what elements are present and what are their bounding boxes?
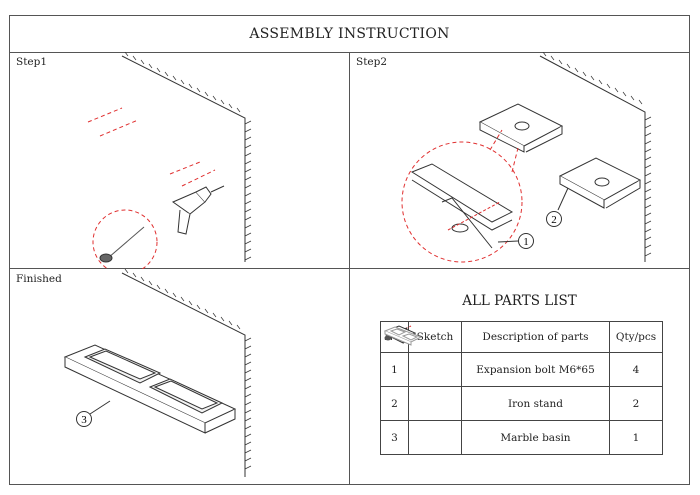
header-qty: Qty/pcs xyxy=(609,321,663,353)
marble-basin-icon xyxy=(383,325,422,346)
step2-panel: Step2 xyxy=(350,52,689,269)
stand-detail-drawing xyxy=(410,163,514,249)
row-qty: 1 xyxy=(609,420,663,455)
drill-marks xyxy=(87,107,216,269)
iron-stand-upper xyxy=(478,103,564,153)
callout-1-text: 1 xyxy=(523,236,529,248)
parts-table: NO. Sketch Description of parts Qty/pcs … xyxy=(380,321,663,455)
expansion-bolt-icon xyxy=(99,226,145,263)
instruction-sheet: ASSEMBLY INSTRUCTION Step1 xyxy=(9,15,690,485)
drill-icon xyxy=(171,185,225,235)
row-sketch xyxy=(384,325,462,387)
wall-edge xyxy=(539,55,646,262)
table-row: 3 Marble basin 1 xyxy=(380,325,663,455)
step1-label: Step1 xyxy=(16,56,48,68)
wall-edge xyxy=(121,55,246,262)
finished-panel: Finished xyxy=(10,269,350,484)
row-description: Expansion bolt M6*65 xyxy=(461,352,610,387)
row-qty: 4 xyxy=(609,352,663,387)
bolt-detail-circle xyxy=(92,209,158,269)
callout-3-text: 3 xyxy=(81,414,87,426)
wall-hatch xyxy=(124,52,252,261)
marble-basin-drawing xyxy=(63,344,237,434)
table-row: 1 Expansion bolt M6*65 4 xyxy=(380,325,663,387)
row-description: Iron stand xyxy=(461,386,610,421)
wall-hatch xyxy=(124,269,252,470)
callout-1 xyxy=(497,233,534,249)
row-qty: 2 xyxy=(609,386,663,421)
row-sketch xyxy=(383,325,462,455)
iron-stand-lower xyxy=(558,157,642,209)
parts-list-title: ALL PARTS LIST xyxy=(462,293,577,309)
header-description: Description of parts xyxy=(461,321,610,353)
callout-2 xyxy=(546,187,569,227)
callout-3 xyxy=(76,400,111,427)
stand-detail-circle xyxy=(401,129,523,263)
row-no: 2 xyxy=(380,386,409,421)
row-description: Marble basin xyxy=(461,420,610,455)
step2-label: Step2 xyxy=(356,56,388,68)
sheet-title: ASSEMBLY INSTRUCTION xyxy=(10,16,689,53)
table-row: 2 Iron stand 2 xyxy=(380,324,663,421)
row-no: 3 xyxy=(380,420,409,455)
step1-illustration xyxy=(87,52,252,269)
parts-list-panel: ALL PARTS LIST NO. Sketch Description of… xyxy=(350,269,689,484)
row-no: 1 xyxy=(380,352,409,387)
wall-edge xyxy=(121,272,246,477)
finished-illustration: 3 xyxy=(63,269,252,477)
step2-illustration: 1 2 xyxy=(401,52,652,263)
wall-hatch xyxy=(542,52,652,257)
step1-panel: Step1 xyxy=(10,52,350,269)
callout-2-text: 2 xyxy=(551,214,557,226)
finished-label: Finished xyxy=(16,273,62,285)
row-sketch xyxy=(385,324,462,421)
